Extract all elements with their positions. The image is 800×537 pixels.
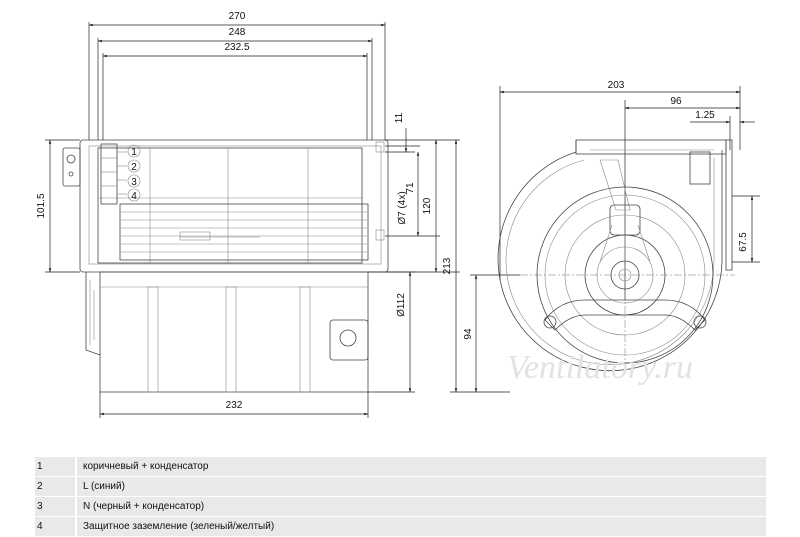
dim-flange-width: 248 — [229, 27, 246, 38]
center-dims: 11 Ø7 (4x) 71 120 213 94 — [385, 112, 520, 393]
terminal-4: 4 — [131, 191, 137, 202]
dim-total-width: 203 — [608, 80, 625, 91]
dim-total-height: 213 — [442, 257, 453, 274]
legend-desc: L (синий) — [75, 476, 766, 497]
dim-top-flange: 11 — [394, 112, 405, 123]
scroll-housing — [497, 140, 723, 372]
side-view: 203 96 1.25 — [497, 80, 760, 386]
dim-overall-width: 270 — [229, 11, 246, 22]
dim-hole-spacing: 232.5 — [224, 42, 249, 53]
dim-wheel-diameter: Ø112 — [396, 293, 407, 317]
terminal-2: 2 — [131, 162, 137, 173]
dim-outlet-flange: 120 — [422, 197, 433, 214]
dim-flange-thickness: 1.25 — [695, 110, 715, 121]
motor-bracket — [544, 299, 706, 331]
legend-desc: коричневый + конденсатор — [75, 457, 766, 477]
legend-desc: Защитное заземление (зеленый/желтый) — [75, 516, 766, 537]
table-row: 3 N (черный + конденсатор) — [35, 496, 766, 517]
motor-body — [99, 271, 369, 393]
front-view: 270 248 232.5 1 — [36, 11, 415, 418]
technical-drawing: 270 248 232.5 1 — [36, 11, 760, 418]
table-row: 4 Защитное заземление (зеленый/желтый) — [35, 516, 766, 537]
dim-body-width: 232 — [226, 400, 243, 411]
legend-num: 2 — [35, 476, 76, 497]
dim-outlet-height: 71 — [405, 182, 416, 194]
wire-legend-table: 1 коричневый + конденсатор 2 L (синий) 3… — [35, 457, 766, 537]
legend-num: 1 — [35, 457, 76, 477]
table-row: 2 L (синий) — [35, 476, 766, 497]
watermark: Ventilatory.ru — [507, 349, 693, 386]
dim-outlet-offset: 96 — [670, 96, 682, 107]
terminal-3: 3 — [131, 177, 137, 188]
table-row: 1 коричневый + конденсатор — [35, 457, 766, 477]
dim-hole-offset: 67.5 — [738, 232, 749, 252]
dim-flange-height: 101.5 — [36, 193, 47, 218]
impeller-slats — [119, 203, 369, 261]
legend-num: 4 — [35, 516, 76, 537]
dim-axis-height: 94 — [463, 328, 474, 340]
dim-holes: Ø7 (4x) — [397, 191, 408, 224]
terminal-1: 1 — [131, 147, 137, 158]
terminal-labels: 1 2 3 4 — [127, 144, 141, 202]
legend-desc: N (черный + конденсатор) — [75, 496, 766, 517]
legend-num: 3 — [35, 496, 76, 517]
